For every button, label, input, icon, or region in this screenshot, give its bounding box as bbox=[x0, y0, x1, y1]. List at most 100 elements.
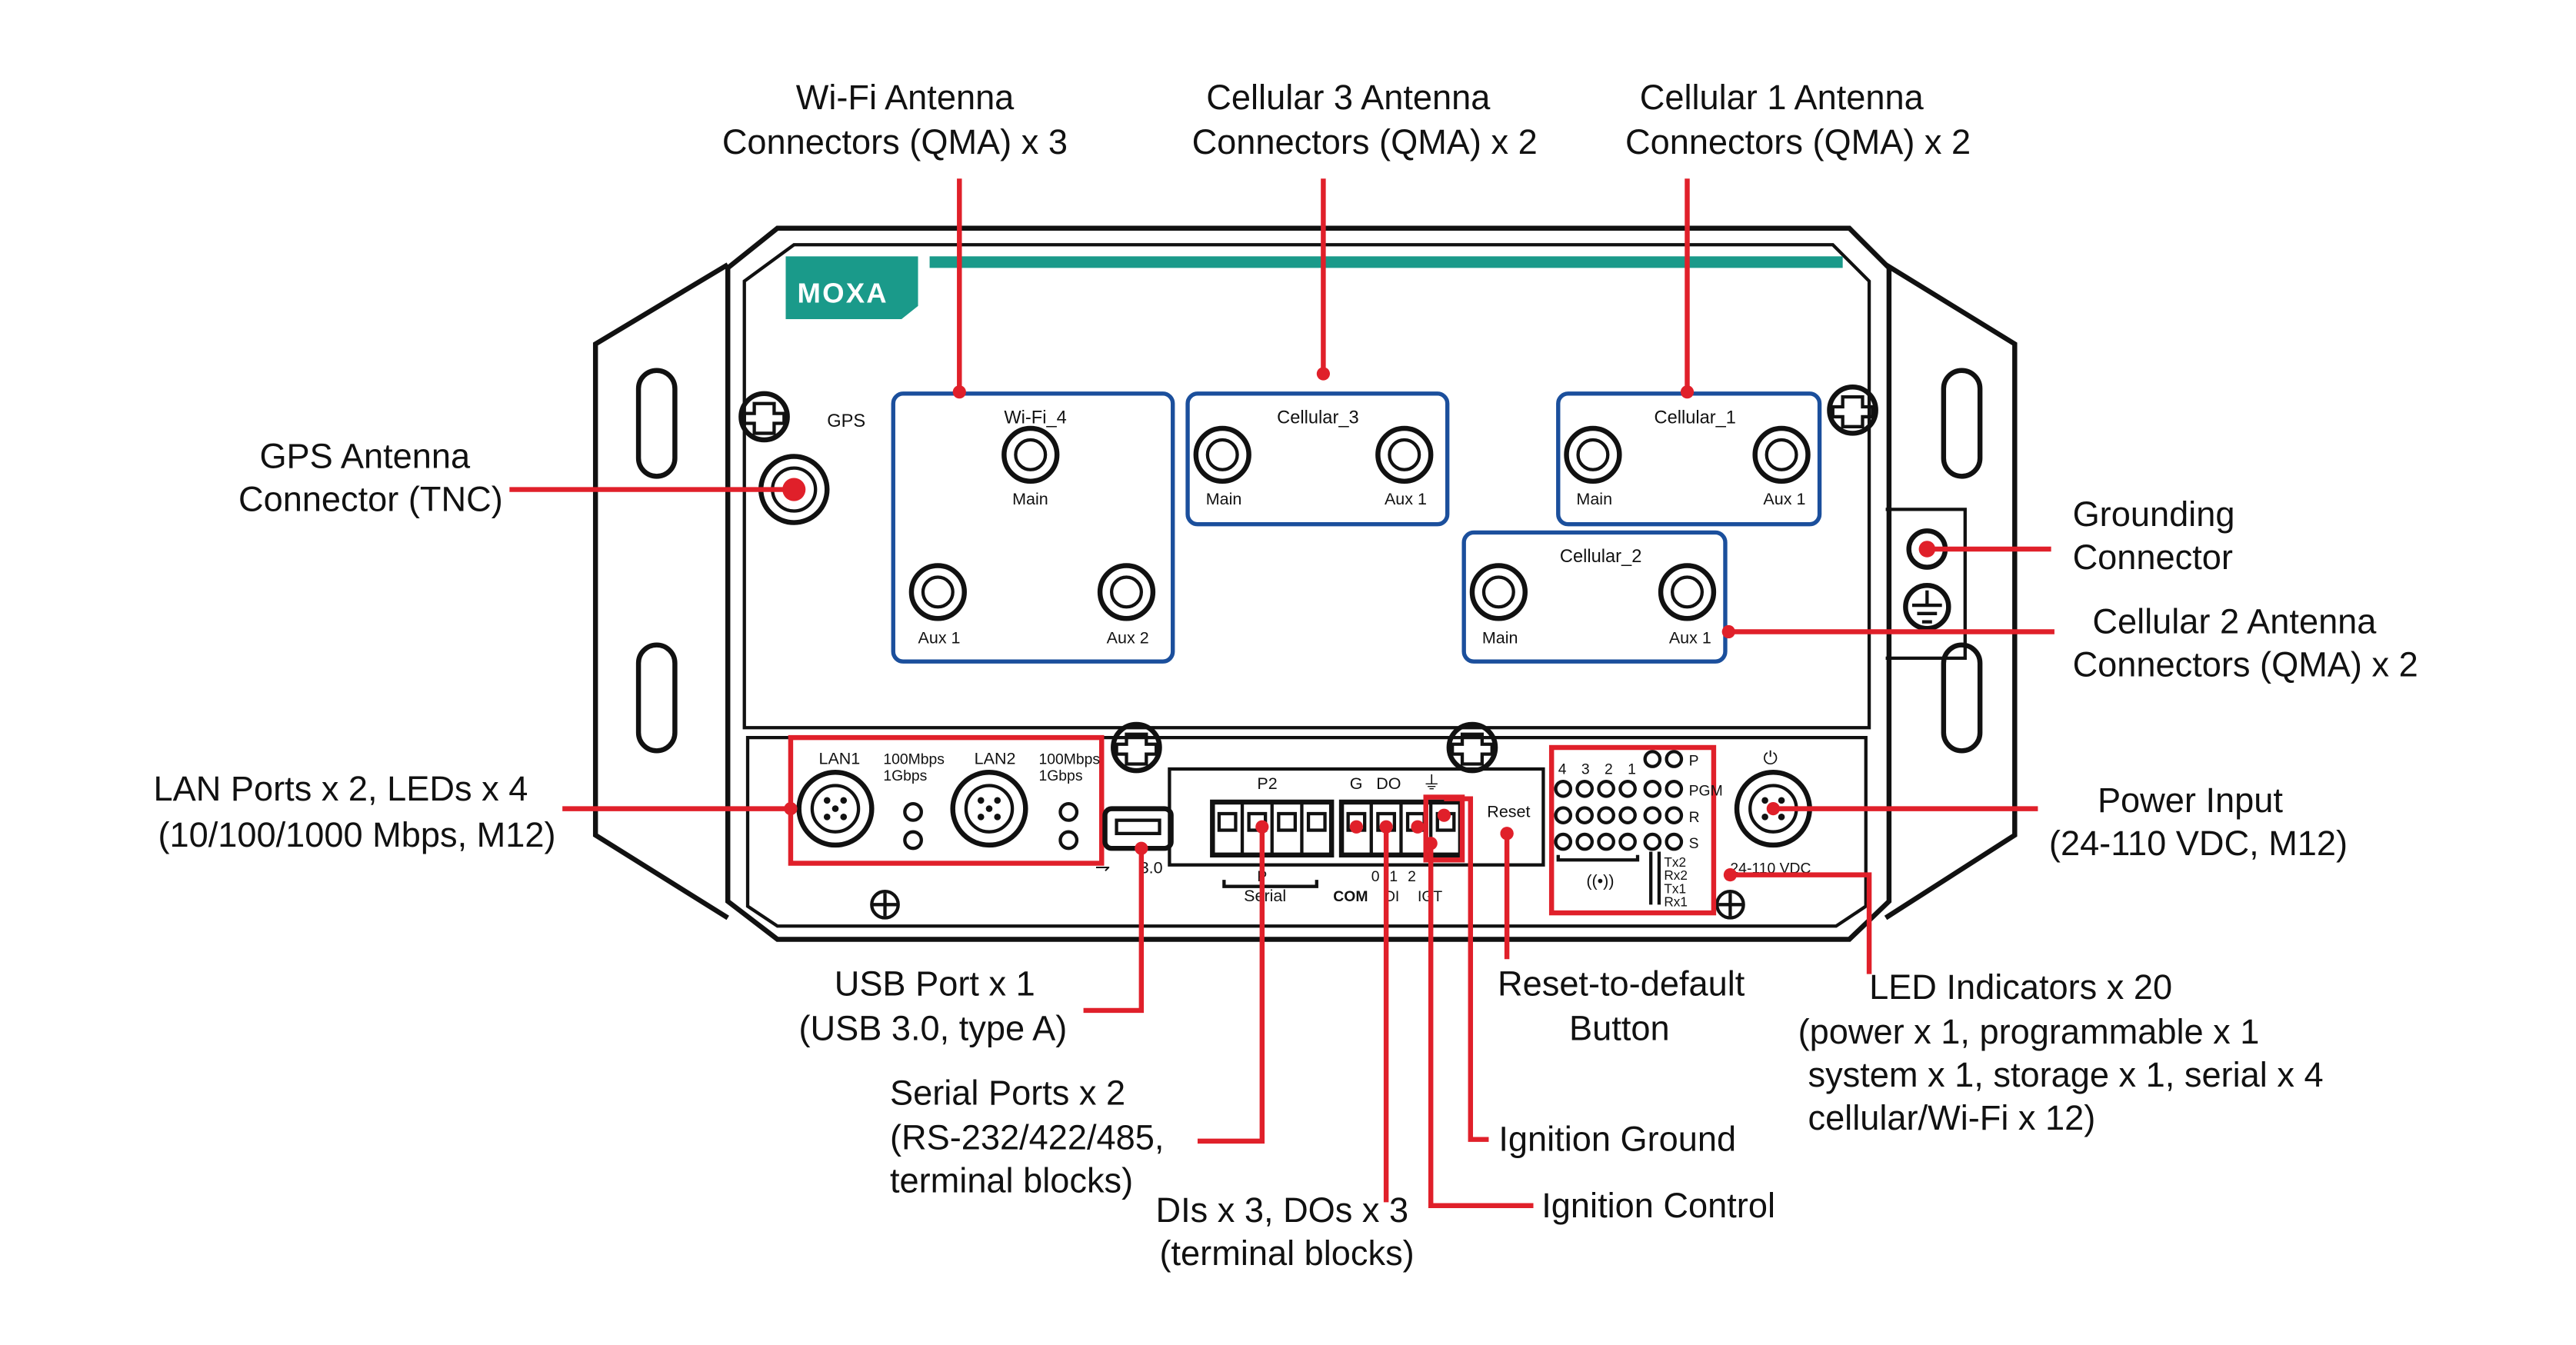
led-serial-bracket bbox=[1649, 851, 1661, 905]
device-body: MOXA bbox=[592, 225, 2018, 942]
right-lower-slot bbox=[1941, 642, 1983, 754]
right-mounting-flange bbox=[1884, 262, 2018, 921]
lan1-speed-1g: 1Gbps bbox=[883, 767, 927, 784]
left-mounting-flange bbox=[592, 262, 729, 921]
lan2-m12-port bbox=[950, 770, 1028, 848]
wifi-aux1-connector bbox=[908, 563, 967, 621]
dio-do-label: DO bbox=[1376, 774, 1401, 793]
cellular2-main-connector bbox=[1469, 563, 1528, 621]
lan-callout: LAN Ports x 2, LEDs x 4 (10/100/1000 Mbp… bbox=[153, 769, 555, 854]
usb-callout: USB Port x 1 (USB 3.0, type A) bbox=[798, 964, 1067, 1048]
housing-inner bbox=[742, 243, 1871, 730]
lan-highlight-box bbox=[788, 734, 1105, 866]
cellular1-aux1-connector bbox=[1752, 425, 1811, 484]
screw-top-left bbox=[738, 391, 790, 443]
cellular1-main-connector bbox=[1564, 425, 1622, 484]
led-serial-rx2: Rx2 bbox=[1664, 867, 1688, 883]
leader-lines bbox=[509, 178, 2054, 1208]
wifi-aux2-label: Aux 2 bbox=[1107, 629, 1149, 648]
dio-ground-label: G bbox=[1350, 774, 1363, 793]
dio-com-label: COM bbox=[1333, 888, 1368, 905]
led-row-pgm: PGM bbox=[1689, 782, 1723, 799]
reset-label: Reset bbox=[1487, 802, 1530, 821]
wifi-aux2-connector bbox=[1097, 563, 1156, 621]
moxa-logo-text: MOXA bbox=[798, 278, 888, 309]
cellular3-callout: Cellular 3 Antenna Connectors (QMA) x 2 bbox=[1192, 78, 1538, 161]
cellular3-aux1-connector bbox=[1375, 425, 1434, 484]
dio-num-0: 0 bbox=[1371, 868, 1380, 885]
power-callout: Power Input (24-110 VDC, M12) bbox=[2049, 781, 2348, 863]
serial-label: Serial bbox=[1244, 887, 1286, 905]
dio-num-1: 1 bbox=[1389, 868, 1398, 885]
led-col-2: 2 bbox=[1605, 761, 1613, 777]
wifi-callout: Wi-Fi Antenna Connectors (QMA) x 3 bbox=[722, 78, 1068, 161]
dio-callout: DIs x 3, DOs x 3 (terminal blocks) bbox=[1155, 1190, 1418, 1273]
gps-callout: GPS Antenna Connector (TNC) bbox=[238, 437, 503, 519]
wifi-main-connector bbox=[1001, 425, 1060, 484]
serial-callout: Serial Ports x 2 (RS-232/422/485, termin… bbox=[890, 1074, 1174, 1200]
cellular1-aux1-label: Aux 1 bbox=[1763, 490, 1805, 508]
wifi-group-title: Wi-Fi_4 bbox=[1004, 408, 1066, 428]
dio-num-2: 2 bbox=[1408, 868, 1416, 885]
led-col-1: 1 bbox=[1628, 761, 1636, 777]
cellular2-main-label: Main bbox=[1482, 629, 1518, 648]
lan1-label: LAN1 bbox=[818, 750, 860, 768]
housing-outer bbox=[725, 225, 1892, 942]
led-serial-rx1: Rx1 bbox=[1664, 894, 1688, 909]
cellular1-main-label: Main bbox=[1576, 490, 1612, 508]
led-serial-tx1: Tx1 bbox=[1664, 881, 1686, 896]
usb-symbol-icon: ⇁ bbox=[1095, 857, 1111, 877]
cellular3-group-title: Cellular_3 bbox=[1277, 408, 1358, 428]
wireless-signal-icon: ((•)) bbox=[1586, 872, 1614, 891]
screw-bottom-right bbox=[1715, 889, 1745, 920]
lan1-led-100 bbox=[903, 801, 923, 822]
accent-stripe bbox=[929, 256, 1843, 268]
right-upper-slot bbox=[1941, 368, 1983, 479]
lan2-speed-100: 100Mbps bbox=[1039, 751, 1101, 768]
led-col-3: 3 bbox=[1581, 761, 1590, 777]
led-highlight-box bbox=[1548, 744, 1717, 916]
led-row-s: S bbox=[1689, 835, 1699, 852]
lan1-m12-port bbox=[796, 770, 875, 848]
cellular3-antenna-group bbox=[1185, 391, 1450, 527]
led-row-p: P bbox=[1689, 753, 1699, 770]
ignition-ground-callout: Ignition Ground bbox=[1498, 1120, 1736, 1159]
screw-mid-right bbox=[1446, 721, 1498, 774]
callout-labels: Wi-Fi Antenna Connectors (QMA) x 3 Cellu… bbox=[153, 78, 2418, 1273]
left-upper-slot bbox=[635, 368, 678, 479]
grounding-symbol-icon bbox=[1903, 583, 1951, 631]
cellular2-aux1-connector bbox=[1658, 563, 1717, 621]
screw-mid-left bbox=[1111, 721, 1162, 774]
led-grid bbox=[1554, 750, 1684, 851]
reset-callout: Reset-to-default Button bbox=[1498, 964, 1755, 1048]
wifi-main-label: Main bbox=[1012, 490, 1048, 508]
grounding-callout: Grounding Connector bbox=[2073, 494, 2244, 577]
led-serial-tx2: Tx2 bbox=[1664, 854, 1686, 870]
screw-top-right bbox=[1827, 384, 1878, 436]
lan1-led-1g bbox=[903, 830, 923, 851]
wifi-aux1-label: Aux 1 bbox=[918, 629, 961, 648]
usb-port bbox=[1102, 806, 1174, 851]
cellular1-group-title: Cellular_1 bbox=[1655, 408, 1736, 428]
lan2-led-1g bbox=[1058, 830, 1079, 851]
cellular2-aux1-label: Aux 1 bbox=[1669, 629, 1711, 648]
led-row-r: R bbox=[1689, 809, 1700, 826]
gps-label: GPS bbox=[827, 411, 865, 431]
led-callout: LED Indicators x 20 (power x 1, programm… bbox=[1798, 967, 2334, 1137]
lan1-speed-100: 100Mbps bbox=[883, 751, 945, 768]
cellular2-group-title: Cellular_2 bbox=[1560, 547, 1641, 567]
serial-bracket bbox=[1222, 880, 1318, 888]
housing-lower-bezel bbox=[745, 735, 1868, 928]
moxa-logo-badge bbox=[785, 256, 918, 320]
lan2-led-100 bbox=[1058, 801, 1079, 822]
lan2-speed-1g: 1Gbps bbox=[1039, 767, 1083, 784]
cellular2-callout: Cellular 2 Antenna Connectors (QMA) x 2 bbox=[2073, 602, 2418, 684]
cellular3-aux1-label: Aux 1 bbox=[1385, 490, 1427, 508]
left-lower-slot bbox=[635, 642, 678, 754]
led-col-4: 4 bbox=[1558, 761, 1567, 777]
cellular3-main-connector bbox=[1193, 425, 1251, 484]
serial-p2-label: P2 bbox=[1257, 774, 1277, 793]
wifi-antenna-group bbox=[891, 391, 1175, 664]
power-symbol-icon: ⏻ bbox=[1763, 749, 1778, 769]
